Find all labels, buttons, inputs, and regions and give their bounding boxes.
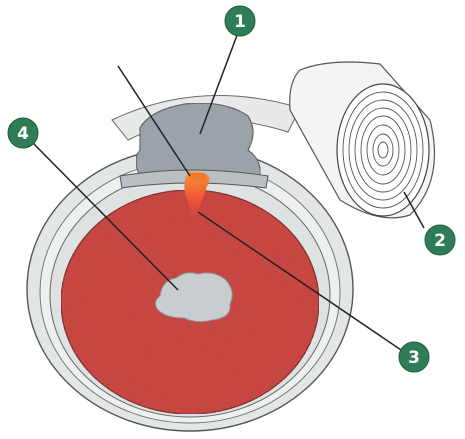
callout-1: 1 [225,6,255,36]
callout-4: 4 [8,118,38,148]
callout-4-label: 4 [17,124,29,144]
injury-point [190,173,206,181]
superficial-mass [136,103,260,176]
callout-1-label: 1 [234,12,246,32]
callout-2-label: 2 [434,231,446,251]
callout-3-label: 3 [408,348,420,368]
callout-2: 2 [425,225,455,255]
callout-3: 3 [399,342,429,372]
